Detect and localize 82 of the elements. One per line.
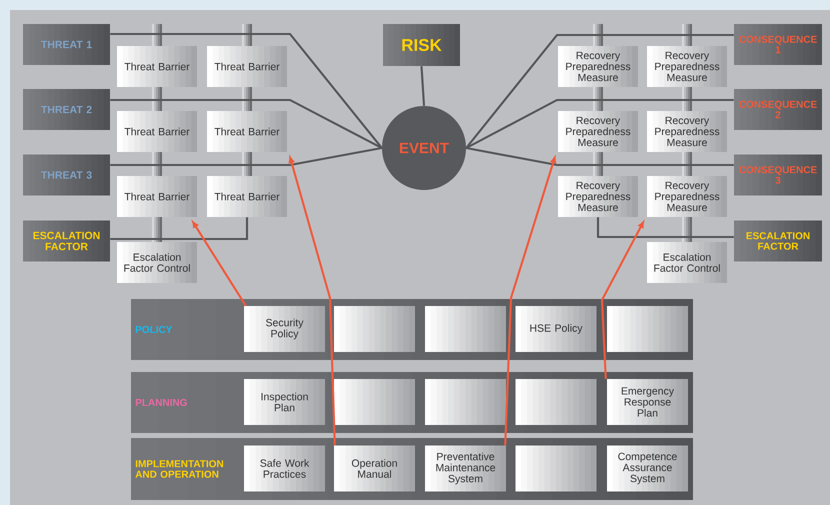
control-box: Threat Barrier bbox=[117, 46, 197, 87]
label-box: THREAT 2 bbox=[23, 89, 110, 130]
connector-line bbox=[465, 34, 734, 149]
connector-line bbox=[110, 32, 383, 149]
node-label: Escalation Factor Control bbox=[124, 253, 190, 272]
label-box: CONSEQUENCE 3 bbox=[734, 154, 822, 196]
node-label: Security bbox=[266, 318, 304, 328]
control-box: Security Policy bbox=[244, 306, 325, 352]
node-label: THREAT 1 bbox=[41, 40, 92, 48]
label-box: CONSEQUENCE 1 bbox=[734, 24, 822, 65]
empty-box bbox=[516, 446, 596, 492]
control-box: Threat Barrier bbox=[117, 111, 197, 152]
arrow bbox=[504, 156, 556, 446]
empty-box bbox=[607, 306, 688, 352]
node-label: CONSEQUENCE 3 bbox=[739, 166, 817, 184]
node-label: Recovery Preparedness Measure bbox=[566, 116, 630, 146]
arrow bbox=[288, 156, 336, 446]
label-box: ESCALATION FACTOR bbox=[23, 220, 110, 262]
empty-box bbox=[425, 379, 506, 425]
label-box: THREAT 1 bbox=[23, 24, 110, 65]
control-box: Threat Barrier bbox=[117, 176, 197, 217]
control-box: Recovery Preparedness Measure bbox=[558, 111, 638, 152]
node-label: Operation Manual bbox=[352, 459, 397, 478]
control-box: Escalation Factor Control bbox=[647, 242, 727, 283]
node-label: Competence Assurance System bbox=[618, 452, 677, 484]
arrow bbox=[192, 221, 247, 306]
control-box: Threat Barrier bbox=[207, 46, 287, 87]
node-label: CONSEQUENCE 1 bbox=[739, 36, 817, 54]
control-box: Threat Barrier bbox=[207, 176, 287, 217]
label-box: ESCALATION FACTOR bbox=[734, 220, 822, 262]
control-box: Safe Work Practices bbox=[244, 446, 325, 492]
control-box: Competence Assurance System bbox=[607, 446, 688, 492]
node-label: Threat Barrier bbox=[124, 192, 190, 200]
arrow bbox=[600, 221, 644, 379]
node-label: Recovery Preparedness Measure bbox=[655, 182, 720, 212]
node-label: Inspection bbox=[262, 392, 308, 402]
node-label: Threat Barrier bbox=[124, 128, 190, 136]
connector-line bbox=[466, 146, 734, 166]
node-label: RISK bbox=[402, 38, 442, 52]
control-box: Threat Barrier bbox=[207, 111, 287, 152]
node-label: Emergency Response bbox=[622, 387, 674, 408]
empty-box bbox=[516, 379, 596, 425]
control-box: Recovery Preparedness Measure bbox=[558, 46, 638, 87]
node-label: HSE Policy bbox=[530, 324, 583, 334]
control-box: Recovery Preparedness Measure bbox=[647, 176, 727, 217]
label-box: THREAT 3 bbox=[23, 154, 110, 196]
connector-line bbox=[110, 146, 382, 166]
node-label: Threat Barrier bbox=[214, 128, 280, 136]
connector-line bbox=[466, 98, 734, 149]
node-label: Preventative Maintenance System bbox=[436, 452, 496, 484]
connector-line bbox=[596, 217, 734, 238]
control-box: Escalation Factor Control bbox=[117, 242, 197, 283]
control-box: Preventative Maintenance System bbox=[425, 446, 506, 492]
node-label: THREAT 2 bbox=[41, 106, 92, 114]
node-label: Recovery Preparedness Measure bbox=[566, 52, 630, 82]
connector-line bbox=[110, 98, 382, 149]
empty-box bbox=[334, 306, 415, 352]
control-box: Inspection Plan bbox=[244, 379, 325, 425]
node-label: Safe Work Practices bbox=[260, 459, 310, 478]
node-label: Recovery Preparedness Measure bbox=[655, 52, 720, 82]
control-box: Operation Manual bbox=[334, 446, 415, 492]
node-label: Recovery Preparedness Measure bbox=[566, 182, 630, 212]
connector-line bbox=[420, 66, 426, 106]
empty-box bbox=[425, 306, 506, 352]
node-label: Threat Barrier bbox=[214, 62, 280, 70]
label-box: CONSEQUENCE 2 bbox=[734, 89, 822, 130]
node-label: Recovery Preparedness Measure bbox=[655, 116, 720, 146]
node-label: Threat Barrier bbox=[124, 62, 190, 70]
control-box: Recovery Preparedness Measure bbox=[647, 46, 727, 87]
control-box: Emergency Response Plan bbox=[607, 379, 688, 425]
connector-line bbox=[110, 217, 248, 240]
node-label: CONSEQUENCE 2 bbox=[739, 100, 817, 118]
control-box: HSE Policy bbox=[516, 306, 596, 352]
empty-box bbox=[334, 379, 415, 425]
control-box: Recovery Preparedness Measure bbox=[558, 176, 638, 217]
label-box: RISK bbox=[383, 24, 460, 66]
node-label: Escalation Factor Control bbox=[654, 253, 720, 272]
node-label: Threat Barrier bbox=[214, 192, 280, 200]
node-label: THREAT 3 bbox=[41, 171, 92, 179]
node-label: ESCALATION FACTOR bbox=[746, 232, 810, 250]
control-box: Recovery Preparedness Measure bbox=[647, 111, 727, 152]
node-label: ESCALATION FACTOR bbox=[33, 232, 100, 250]
